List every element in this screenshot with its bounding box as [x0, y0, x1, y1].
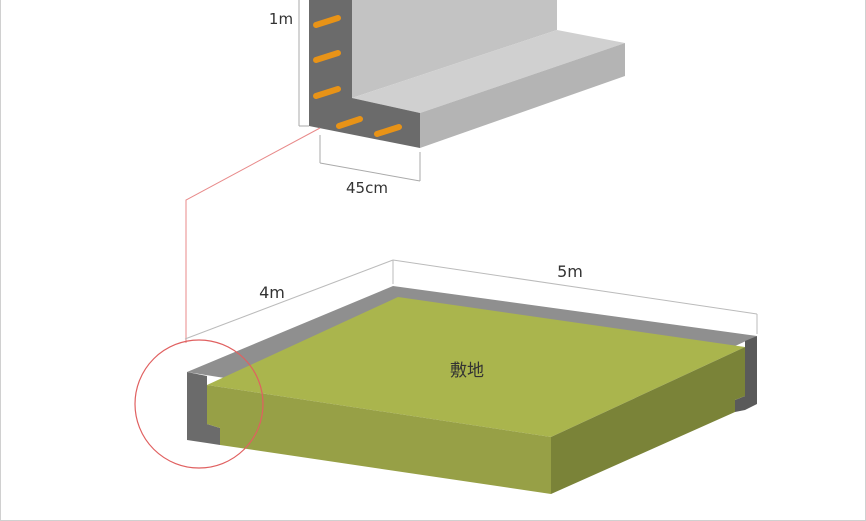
site-wall-right-notch	[735, 396, 745, 412]
width-dimension-line-site	[392, 259, 758, 315]
width-label: 5m	[557, 262, 583, 281]
rebar	[336, 116, 363, 129]
site-soil-right	[551, 347, 745, 494]
site-wall-right-face	[745, 336, 757, 410]
rebar	[374, 124, 402, 137]
wall-detail: 1m 45cm	[269, 0, 625, 197]
rebar-group	[313, 15, 402, 137]
wall-height-label: 1m	[269, 10, 293, 28]
width-dimension-line	[319, 162, 421, 182]
site-soil-front	[207, 385, 551, 494]
depth-dimension-line	[184, 259, 394, 340]
rebar	[313, 15, 341, 28]
footing-top-face	[352, 30, 625, 113]
rebar	[313, 50, 341, 63]
callout-connector	[185, 127, 321, 343]
site-wall-left-notch	[207, 424, 220, 445]
site-soil-top	[207, 297, 745, 437]
wall-cross-section	[309, 0, 420, 148]
site-block: 4m 5m 敷地	[184, 259, 758, 494]
callout-line	[185, 127, 321, 343]
footing-front-face	[420, 43, 625, 148]
rebar	[313, 86, 341, 99]
depth-label: 4m	[259, 283, 285, 302]
site-wall-left-face	[187, 372, 207, 443]
site-label: 敷地	[450, 361, 484, 381]
wall-front-face	[352, 0, 557, 98]
callout-circle	[134, 339, 264, 469]
footing-width-label: 45cm	[346, 179, 388, 197]
